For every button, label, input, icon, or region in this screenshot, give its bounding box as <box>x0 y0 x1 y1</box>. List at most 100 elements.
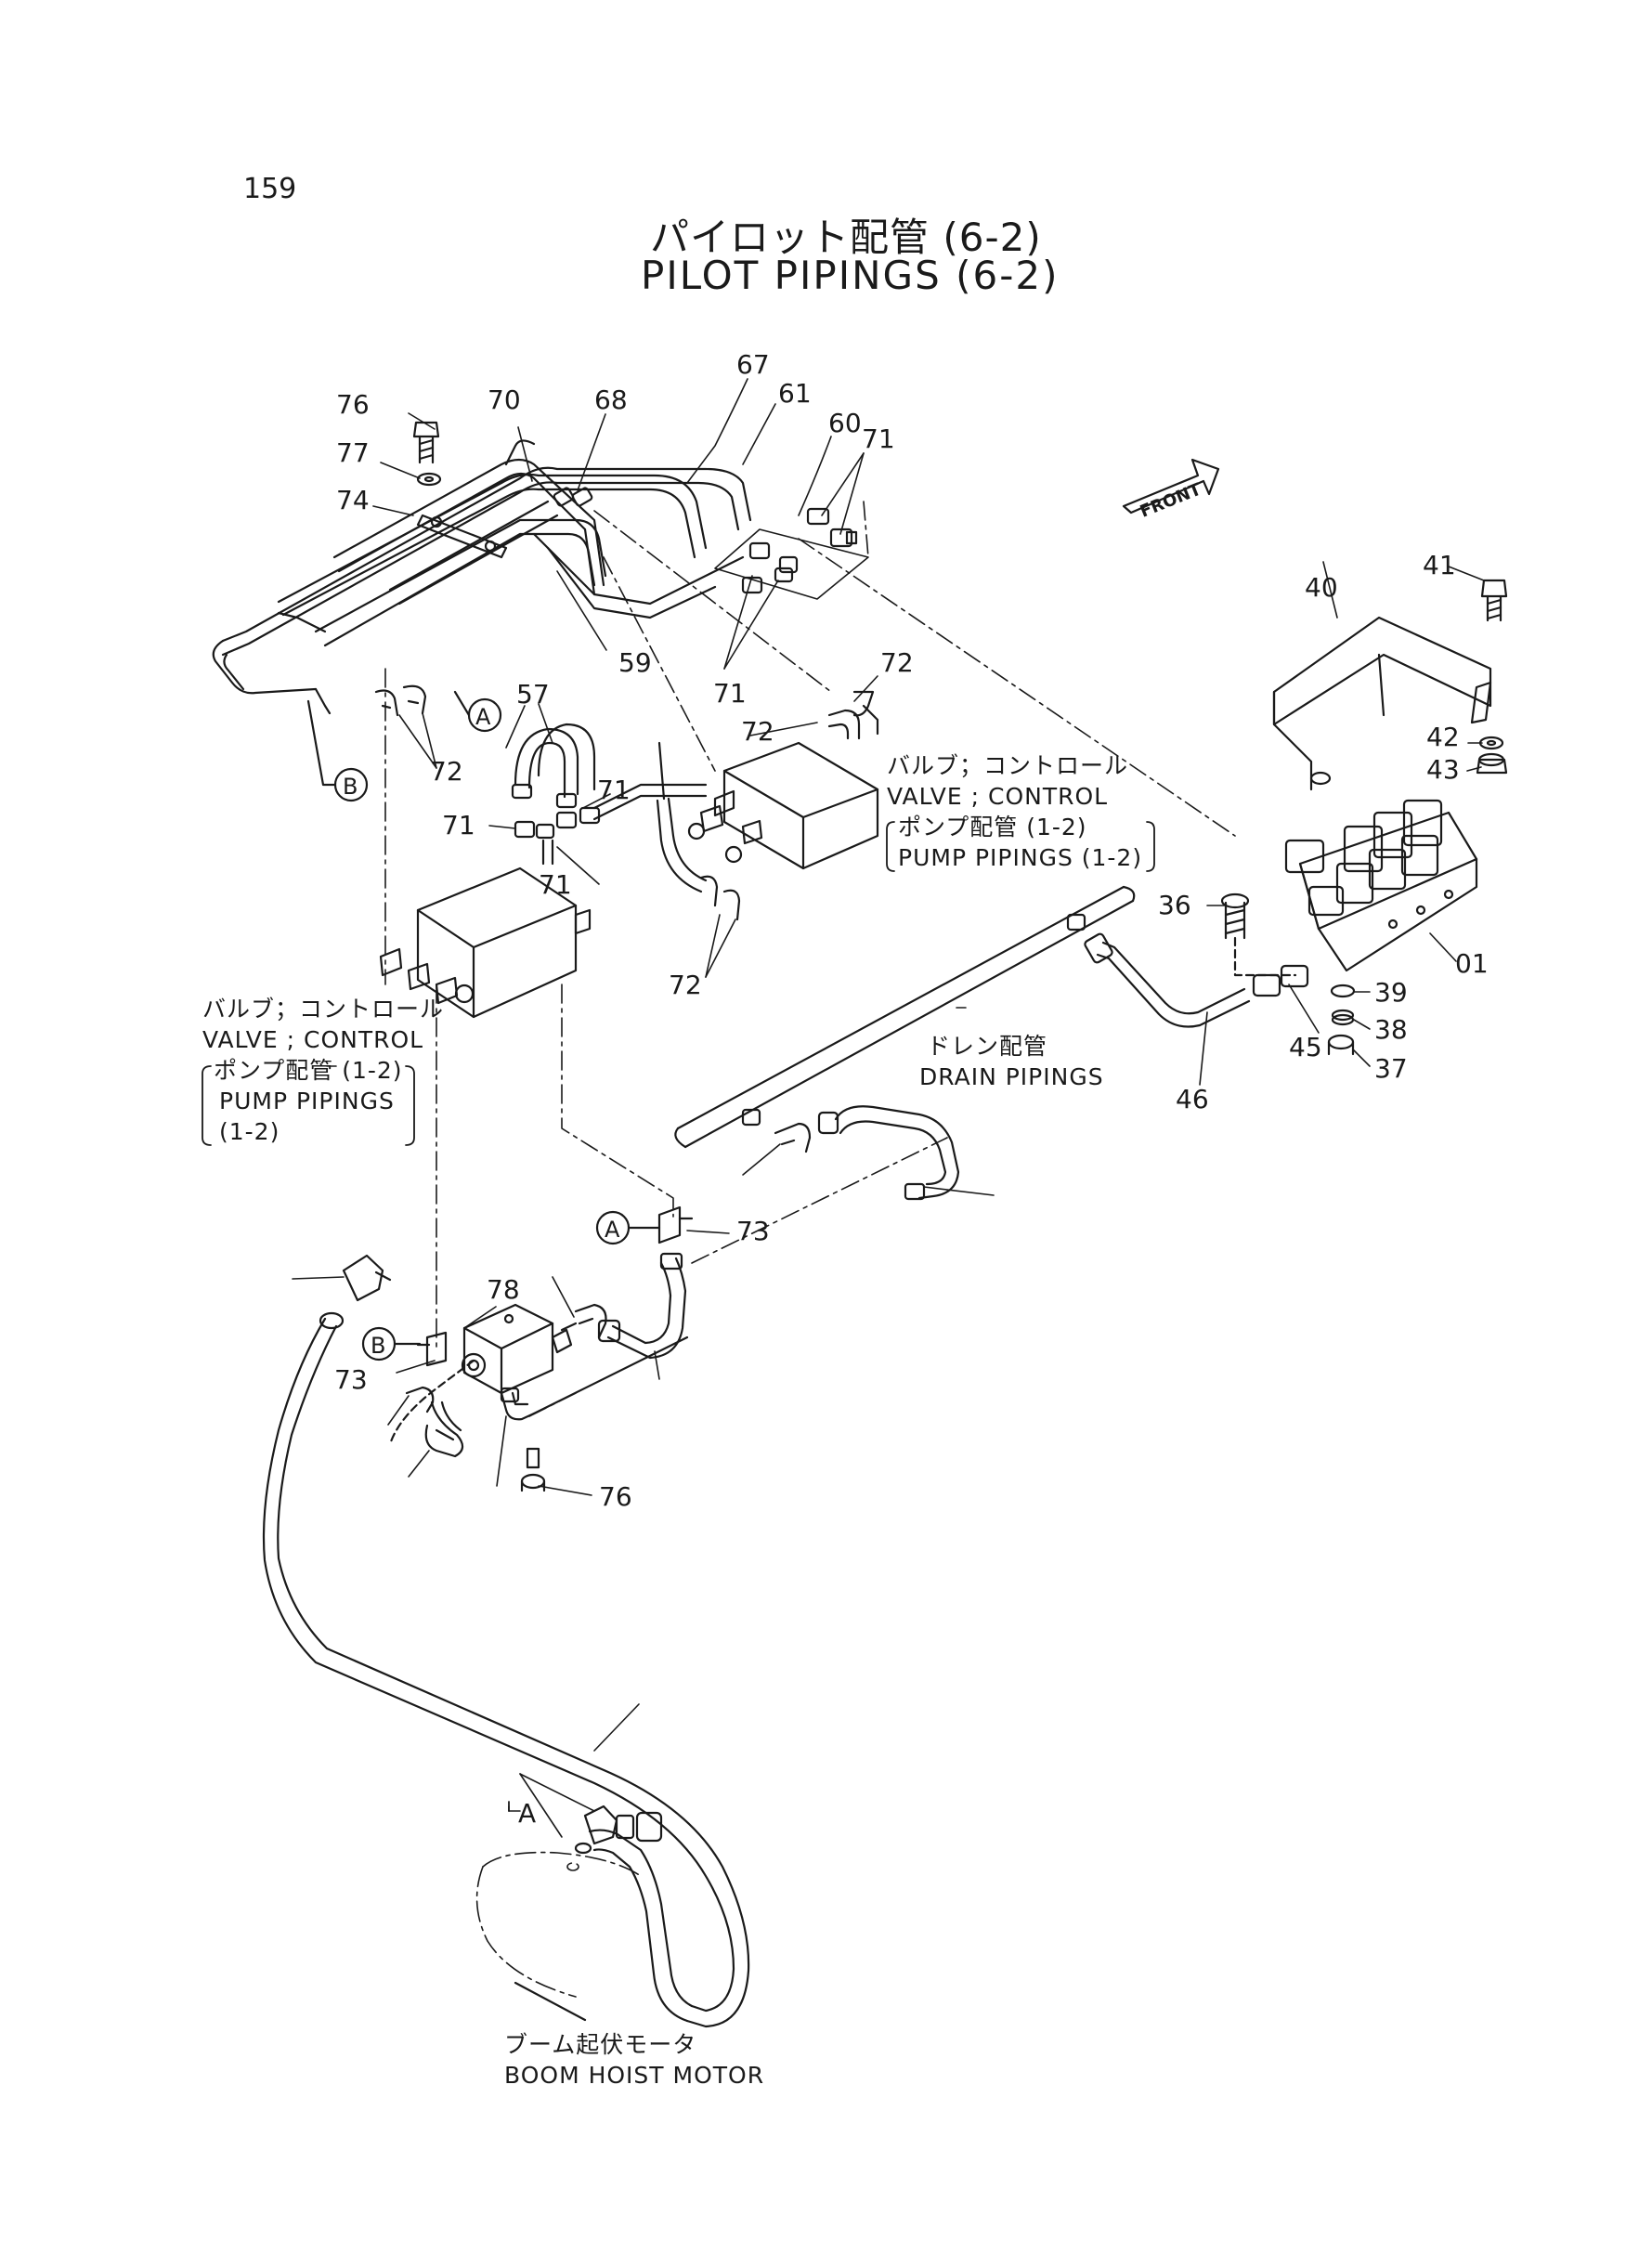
upper-pipe-bundle <box>212 439 752 715</box>
callout-67: 78 <box>487 1274 520 1305</box>
elbow-73-lower <box>405 1386 435 1414</box>
nut-37 <box>1327 1034 1355 1056</box>
callout-54: 57 <box>516 679 550 710</box>
note-motor: ブーム起伏モータ BOOM HOIST MOTOR <box>504 2029 764 2091</box>
title-japanese: パイロット配管 (6-2) <box>650 215 1042 260</box>
note-valve-right-en: VALVE ; CONTROL <box>887 783 1109 810</box>
elbow-74-right <box>774 1122 812 1153</box>
callout-36: 36 <box>1158 890 1191 920</box>
fitting-78 <box>574 1804 663 1855</box>
callout-61: 77 <box>336 437 370 468</box>
note-valve-left-en: VALVE ; CONTROL <box>202 1026 424 1053</box>
note-drain-en: DRAIN PIPINGS <box>919 1063 1104 1090</box>
callout-38: 38 <box>1374 1014 1408 1045</box>
hose-46 <box>1084 932 1251 1028</box>
note-brackets <box>202 821 1155 1812</box>
marker-a-lower-label: A <box>605 1217 620 1243</box>
callout-68: 76 <box>599 1481 632 1512</box>
fittings-55-cluster <box>514 783 708 866</box>
solenoid-valve-01 <box>1284 799 1478 972</box>
fitting-52 <box>553 487 593 507</box>
callout-57-b: 73 <box>334 1364 368 1395</box>
note-motor-en: BOOM HOIST MOTOR <box>504 2062 765 2089</box>
tee-57-a <box>657 1205 694 1244</box>
control-valve-left <box>379 866 592 1019</box>
bolt-36 <box>1220 892 1297 977</box>
callout-55-right: 71 <box>597 775 631 805</box>
callout-48: 59 <box>618 647 652 678</box>
callout-55-bottom: 71 <box>539 869 572 900</box>
note-valve-right-ref-jp: ポンプ配管 (1-2) <box>898 814 1087 840</box>
clamp-59 <box>416 514 508 559</box>
marker-b-upper <box>306 699 369 802</box>
pipe-72 <box>817 1105 960 1201</box>
callout-55-top: 71 <box>862 423 895 454</box>
callout-53: 70 <box>488 384 521 415</box>
callout-56-bottom: 72 <box>669 970 702 1000</box>
motor-leader <box>514 1981 587 2022</box>
callout-41: 41 <box>1423 550 1456 580</box>
note-motor-jp: ブーム起伏モータ <box>504 2031 697 2058</box>
callout-43: 43 <box>1426 754 1460 785</box>
elbow-56-bottom <box>699 875 741 921</box>
washer-42 <box>1478 736 1504 750</box>
note-valve-left-ref-en-2: (1-2) <box>219 1118 280 1145</box>
callout-59: 74 <box>336 485 370 515</box>
callout-56-top-left: 72 <box>741 716 774 747</box>
callout-49: 60 <box>828 408 862 438</box>
elbow-74-lower <box>500 1335 689 1421</box>
bolt-60 <box>412 421 440 464</box>
marker-b-lower-label: B <box>371 1333 385 1359</box>
callout-46: 46 <box>1176 1084 1209 1114</box>
callout-57-a: 73 <box>736 1216 770 1246</box>
washer-61 <box>416 472 442 487</box>
callout-60: 76 <box>336 389 370 420</box>
boom-hoist-motor <box>475 1851 642 1998</box>
marker-a-upper <box>453 690 502 733</box>
pipe-71 <box>597 1252 687 1360</box>
callout-01: 01 <box>1455 948 1489 979</box>
bolt-68 <box>520 1447 546 1492</box>
callout-50: 61 <box>778 378 812 409</box>
note-valve-right-ref-en: PUMP PIPINGS (1-2) <box>898 844 1143 871</box>
callout-55-left: 71 <box>442 810 475 840</box>
pipe-70 <box>424 1401 464 1458</box>
bolt-41 <box>1480 579 1508 622</box>
note-drain: ドレン配管 DRAIN PIPINGS <box>919 1031 1104 1092</box>
callout-52: 68 <box>594 384 628 415</box>
callout-45: 45 <box>1289 1032 1322 1062</box>
callout-42: 42 <box>1426 722 1460 752</box>
drain-pipe <box>674 885 1136 1149</box>
callout-56-top-right: 72 <box>880 647 914 678</box>
note-drain-jp: ドレン配管 <box>927 1033 1048 1060</box>
page-number: 159 <box>243 173 297 205</box>
hose-77 <box>262 1317 750 2028</box>
note-valve-left-jp: バルブ；コントロール <box>202 996 445 1023</box>
elbow-56-left <box>374 684 427 717</box>
tee-57-b <box>416 1331 448 1367</box>
callout-39: 39 <box>1374 977 1408 1008</box>
note-valve-left-ref-jp: ポンプ配管 (1-2) <box>214 1057 403 1084</box>
fittings-55-top <box>714 507 869 600</box>
callout-40: 40 <box>1305 572 1338 603</box>
leader-lines <box>292 378 1485 1838</box>
front-arrow-icon <box>1122 458 1220 515</box>
u-pipe-54 <box>511 723 596 809</box>
marker-a-lower <box>595 1210 661 1245</box>
callout-37: 37 <box>1374 1053 1408 1084</box>
callout-55-mid: 71 <box>713 678 747 709</box>
washer-38 <box>1331 1009 1355 1026</box>
valve-67 <box>461 1303 578 1395</box>
note-valve-left-ref-en-1: PUMP PIPINGS <box>219 1088 395 1114</box>
marker-b-lower <box>361 1326 422 1362</box>
nut-43 <box>1476 752 1508 775</box>
elbow-56-top <box>827 690 879 740</box>
connector-45 <box>1252 964 1309 997</box>
elbow-73-upper <box>574 1303 607 1339</box>
washer-39 <box>1330 984 1356 998</box>
callout-a-motor: A <box>518 1798 536 1829</box>
note-valve-right: バルブ；コントロール VALVE ; CONTROL ポンプ配管 (1-2) P… <box>887 750 1142 873</box>
control-valve-right <box>656 741 879 893</box>
title-english: PILOT PIPINGS (6-2) <box>641 253 1060 298</box>
